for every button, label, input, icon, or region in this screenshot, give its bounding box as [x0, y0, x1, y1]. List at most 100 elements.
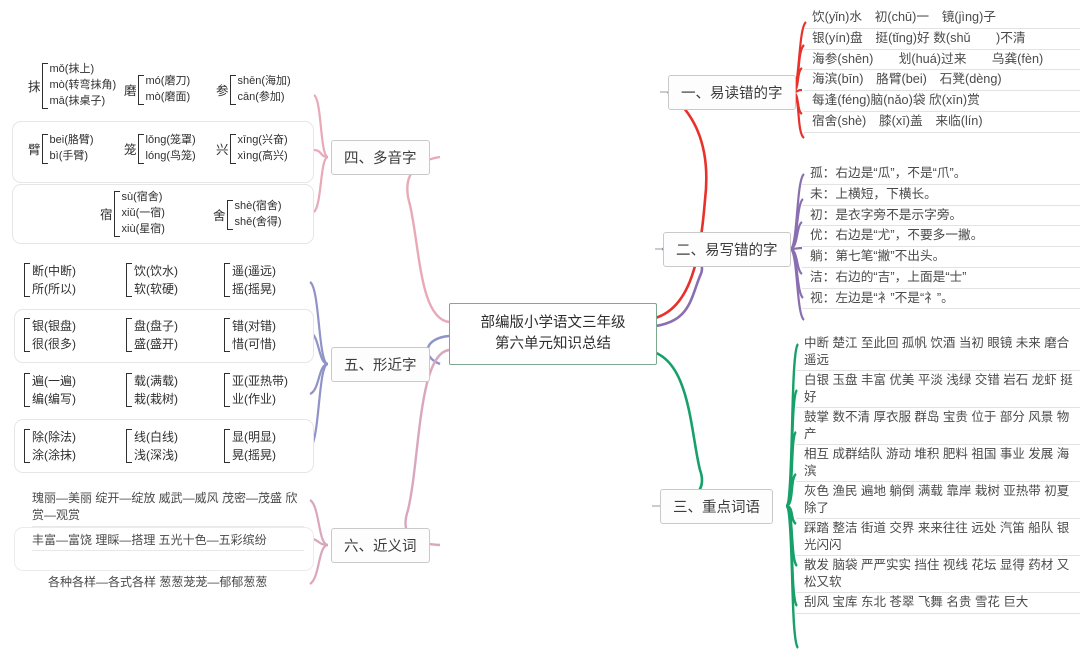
xingjinzi-readings: 断(中断) 所(所以) [32, 262, 76, 298]
reading: xiǔ(一宿) [121, 206, 165, 219]
reading: 遥(遥远) [232, 264, 276, 278]
xingjinzi-cell[interactable]: 断(中断) 所(所以) [24, 262, 76, 298]
brace-icon [126, 263, 132, 297]
xingjinzi-cell[interactable]: 载(满载) 栽(栽树) [126, 372, 178, 408]
list-item[interactable]: 洁：右边的“吉”，上面是“士” [802, 268, 1080, 289]
xingjinzi-readings: 错(对错) 惜(可惜) [232, 317, 276, 353]
list-item[interactable]: 宿舍(shè) 膝(xī)盖 来临(lín) [804, 112, 1080, 133]
reading: mǒ(抹上) [49, 63, 95, 75]
branch-2-leaves: 孤：右边是“瓜”，不是“爪”。 未：上横短，下横长。 初：是衣字旁不是示字旁。 … [802, 164, 1080, 310]
list-item[interactable]: 刮风 宝库 东北 苍翠 飞舞 名贵 雪花 巨大 [796, 593, 1080, 614]
xingjinzi-row-box [14, 309, 314, 363]
list-item[interactable]: 鼓掌 数不清 厚衣服 群岛 宝贵 位于 部分 风景 物产 [796, 408, 1080, 445]
wire-fan-branch-5 [309, 362, 329, 396]
list-item[interactable]: 白银 玉盘 丰富 优美 平淡 浅绿 交错 岩石 龙虾 挺好 [796, 371, 1080, 408]
brace-icon [226, 200, 233, 230]
polyphone-cell-bi[interactable]: 臂 bei(胳臂) bì(手臂) [28, 133, 94, 165]
xingjinzi-cell[interactable]: 线(白线) 浅(深浅) [126, 428, 178, 464]
branch-label-6[interactable]: 六、近义词 [331, 528, 430, 563]
polyphone-readings: mǒ(抹上) mò(转弯抹角) mā(抹桌子) [50, 62, 117, 110]
list-item[interactable]: 海滨(bīn) 胳臂(bei) 石凳(dèng) [804, 70, 1080, 92]
polyphone-row-box [12, 121, 314, 183]
polyphone-head: 参 [216, 84, 229, 99]
polyphone-readings: shè(宿舍) shě(舍得) [235, 199, 282, 231]
xingjinzi-cell[interactable]: 盘(盘子) 盛(盛开) [126, 317, 178, 353]
list-item[interactable]: 各种各样—各式各样 葱葱茏茏—郁郁葱葱 [48, 575, 268, 589]
brace-icon [224, 318, 230, 352]
xingjinzi-cell[interactable]: 遥(遥远) 摇(摇晃) [224, 262, 276, 298]
list-item[interactable]: 海参(shēn) 划(huá)过来 乌龚(fèn) [804, 50, 1080, 71]
brace-icon [224, 263, 230, 297]
polyphone-readings: lǒng(笼罩) lóng(鸟笼) [146, 133, 196, 165]
reading: 涂(涂抹) [32, 448, 76, 462]
polyphone-cell-shen[interactable]: 参 shēn(海加) cān(参加) [216, 74, 291, 106]
list-item[interactable]: 中断 楚江 至此回 孤帆 饮酒 当初 眼镜 未来 磨合 遥远 [796, 334, 1080, 371]
polyphone-head: 笼 [124, 143, 137, 158]
list-item[interactable]: 初：是衣字旁不是示字旁。 [802, 206, 1080, 227]
list-item[interactable]: 散发 脑袋 严严实实 挡住 视线 花坛 显得 药材 又松又软 [796, 556, 1080, 593]
reading: mā(抹桌子) [49, 94, 106, 107]
polyphone-readings: xīng(兴奋) xìng(高兴) [238, 133, 288, 165]
polyphone-head: 舍 [213, 209, 226, 224]
reading: 遍(一遍) [32, 374, 76, 388]
branch-label-3[interactable]: 三、重点词语 [660, 489, 773, 524]
list-item[interactable]: 相互 成群结队 游动 堆积 肥料 祖国 事业 发展 海滨 [796, 445, 1080, 482]
list-item[interactable]: 踩踏 整洁 街道 交界 来来往往 远处 汽笛 船队 银光闪闪 [796, 519, 1080, 556]
polyphone-cell-mo[interactable]: 抹 mǒ(抹上) mò(转弯抹角) mā(抹桌子) [28, 62, 116, 110]
wire-to-branch-5 [426, 334, 450, 366]
polyphone-cell-mo2[interactable]: 磨 mó(磨刀) mò(磨面) [124, 74, 190, 106]
list-item[interactable]: 孤：右边是“瓜”，不是“爪”。 [802, 164, 1080, 185]
list-item[interactable]: 躺：第七笔“撇”不出头。 [802, 247, 1080, 268]
list-item[interactable]: 优：右边是“尤”，不要多一撇。 [802, 226, 1080, 248]
xingjinzi-cell[interactable]: 银(银盘) 很(很多) [24, 317, 76, 353]
branch-label-5[interactable]: 五、形近字 [331, 347, 430, 382]
wire-to-branch-4 [406, 155, 450, 324]
wire-to-branch-3 [642, 348, 704, 508]
brace-icon [126, 373, 132, 407]
list-item[interactable]: 饮(yǐn)水 初(chū)一 镜(jìng)子 [804, 8, 1080, 29]
polyphone-cell-she[interactable]: 舍 shè(宿舍) shě(舍得) [213, 199, 282, 231]
central-topic-line-2: 第六单元知识总结 [495, 336, 611, 353]
xingjinzi-readings: 盘(盘子) 盛(盛开) [134, 317, 178, 353]
polyphone-cell-xing[interactable]: 兴 xīng(兴奋) xìng(高兴) [216, 133, 288, 165]
central-topic[interactable]: 部编版小学语文三年级 第六单元知识总结 [449, 303, 657, 366]
list-item[interactable]: 未：上横短，下横长。 [802, 185, 1080, 206]
xingjinzi-cell[interactable]: 遍(一遍) 编(编写) [24, 372, 76, 408]
reading: 浅(深浅) [134, 448, 178, 462]
reading: 盘(盘子) [134, 319, 178, 333]
brace-icon [224, 373, 230, 407]
reading: 断(中断) [32, 264, 76, 278]
branch-label-1[interactable]: 一、易读错的字 [668, 75, 796, 110]
reading: 除(除法) [32, 430, 76, 444]
reading: 所(所以) [32, 282, 76, 296]
branch-label-4[interactable]: 四、多音字 [331, 140, 430, 175]
xingjinzi-cell[interactable]: 饮(饮水) 软(软硬) [126, 262, 178, 298]
xingjinzi-cell[interactable]: 错(对错) 惜(可惜) [224, 317, 276, 353]
polyphone-cell-su[interactable]: 宿 sù(宿舍) xiǔ(一宿) xiù(星宿) [100, 190, 165, 238]
brace-icon [113, 191, 120, 237]
reading: 栽(栽树) [134, 392, 178, 406]
reading: 惜(可惜) [232, 337, 276, 351]
branch-label-2[interactable]: 二、易写错的字 [663, 232, 791, 267]
xingjinzi-cell[interactable]: 显(明显) 晃(摇晃) [224, 428, 276, 464]
polyphone-cell-long[interactable]: 笼 lǒng(笼罩) lóng(鸟笼) [124, 133, 196, 165]
wire-fan-branch-4 [313, 155, 329, 213]
brace-icon [229, 75, 236, 105]
wire-fan-branch-3 [785, 504, 797, 525]
brace-icon [41, 134, 48, 164]
xingjinzi-cell[interactable]: 除(除法) 涂(涂抹) [24, 428, 76, 464]
list-item[interactable]: 灰色 渔民 遍地 躺倒 满载 靠岸 栽树 亚热带 初夏 除了 [796, 482, 1080, 519]
brace-icon [24, 263, 30, 297]
list-item[interactable]: 丰富—富饶 理睬—搭理 五光十色—五彩缤纷 [32, 532, 304, 552]
list-item[interactable]: 瑰丽—美丽 绽开—绽放 威武—威风 茂密—茂盛 欣赏—观赏 [32, 490, 304, 527]
list-item[interactable]: 视：左边是“衤”不是“礻”。 [802, 289, 1080, 310]
list-item[interactable]: 银(yín)盘 挺(tǐng)好 数(shǔ )不清 [804, 29, 1080, 50]
polyphone-head: 宿 [100, 208, 113, 223]
list-item[interactable]: 每逢(féng)脑(nǎo)袋 欣(xīn)赏 [804, 91, 1080, 112]
xingjinzi-cell[interactable]: 亚(亚热带) 业(作业) [224, 372, 288, 408]
reading: 摇(摇晃) [232, 282, 276, 296]
reading: xìng(高兴) [237, 149, 288, 162]
reading: mó(磨刀) [145, 75, 191, 87]
reading: 错(对错) [232, 319, 276, 333]
wire-to-branch-1 [642, 90, 708, 322]
